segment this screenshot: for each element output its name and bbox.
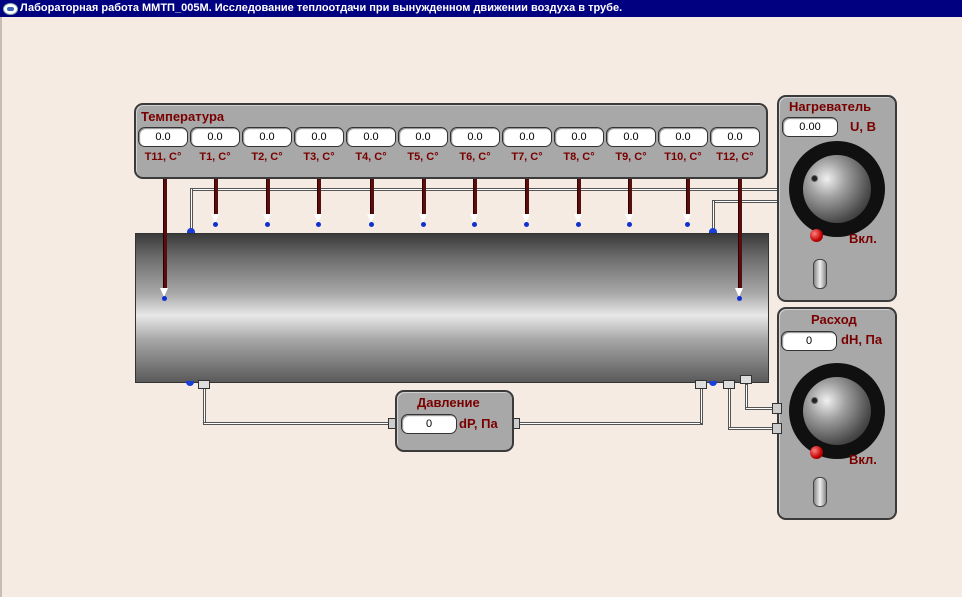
temp-sensor-label: T11, C° — [144, 151, 182, 163]
temp-value-display: 0.0 — [502, 127, 552, 147]
temp-sensor-label: T10, C° — [664, 151, 702, 163]
heater-dial-mark — [811, 175, 818, 182]
thermocouple-probe-icon — [419, 214, 428, 227]
thermocouple-rod — [525, 178, 529, 214]
heater-terminal-left — [187, 228, 195, 233]
flow-value-display: 0 — [781, 331, 837, 351]
heater-power-knob[interactable] — [789, 141, 885, 237]
pipe-inlet-left — [186, 381, 194, 386]
heater-indicator-led — [810, 229, 823, 242]
temp-value-display: 0.0 — [190, 127, 240, 147]
thermocouple-probe-icon — [735, 288, 744, 301]
heater-title: Нагреватель — [789, 99, 872, 114]
flow-indicator-led — [810, 446, 823, 459]
pressure-line-left-down — [203, 384, 206, 424]
heater-wire-2 — [712, 200, 780, 203]
window-title: Лабораторная работа ММТП_005М. Исследова… — [20, 2, 623, 14]
pipe-inlet-right — [709, 381, 717, 386]
thermocouple-rod — [317, 178, 321, 214]
air-pipe — [135, 233, 769, 383]
flow-power-switch[interactable] — [813, 477, 827, 507]
thermocouple-probe-icon — [683, 214, 692, 227]
temp-value-display: 0.0 — [554, 127, 604, 147]
temp-value-display: 0.0 — [658, 127, 708, 147]
temp-sensor-label: T6, C° — [459, 151, 491, 163]
temp-sensor-label: T7, C° — [511, 151, 543, 163]
flow-rate-knob[interactable] — [789, 363, 885, 459]
pressure-tap-left — [198, 380, 210, 389]
temp-value-display: 0.0 — [138, 127, 188, 147]
flow-panel: Расход 0 dH, Па Вкл. — [777, 307, 897, 520]
heater-voltage-display: 0.00 — [782, 117, 838, 137]
thermocouple-rod — [266, 178, 270, 214]
thermocouple-rod — [738, 178, 742, 288]
temp-sensor-label: T3, C° — [303, 151, 335, 163]
temp-value-display: 0.0 — [242, 127, 292, 147]
thermocouple-probe-icon — [574, 214, 583, 227]
thermocouple-probe-icon — [211, 214, 220, 227]
flow-connector-bottom — [772, 423, 782, 434]
thermocouple-probe-icon — [470, 214, 479, 227]
temp-sensor-label: T4, C° — [355, 151, 387, 163]
heater-wire — [190, 188, 780, 191]
flow-tap-b — [740, 375, 752, 384]
heater-power-switch[interactable] — [813, 259, 827, 289]
heater-on-label: Вкл. — [849, 231, 877, 246]
pressure-title: Давление — [417, 395, 480, 410]
thermocouple-rod — [473, 178, 477, 214]
temp-value-display: 0.0 — [294, 127, 344, 147]
flow-on-label: Вкл. — [849, 452, 877, 467]
thermocouple-probe-icon — [160, 288, 169, 301]
thermocouple-rod — [686, 178, 690, 214]
title-bar: Лабораторная работа ММТП_005М. Исследова… — [0, 0, 962, 17]
pressure-line-left — [203, 422, 397, 425]
temp-value-display: 0.0 — [606, 127, 656, 147]
heater-terminal-right — [709, 228, 717, 233]
flow-dial-mark — [811, 397, 818, 404]
temp-sensor-label: T5, C° — [407, 151, 439, 163]
app-icon — [3, 3, 18, 15]
heater-dial — [803, 155, 871, 223]
temp-value-display: 0.0 — [450, 127, 500, 147]
temp-sensor-label: T9, C° — [615, 151, 647, 163]
heater-panel: Нагреватель 0.00 U, В Вкл. — [777, 95, 897, 302]
temperature-title: Температура — [141, 109, 225, 124]
temp-sensor-label: T2, C° — [251, 151, 283, 163]
thermocouple-probe-icon — [314, 214, 323, 227]
thermocouple-probe-icon — [522, 214, 531, 227]
thermocouple-rod — [422, 178, 426, 214]
temp-sensor-label: T1, C° — [199, 151, 231, 163]
heater-wire-drop-left — [190, 188, 193, 232]
temp-value-display: 0.0 — [398, 127, 448, 147]
pressure-unit-label: dP, Па — [459, 416, 498, 431]
pressure-line-right — [515, 422, 703, 425]
temp-sensor-label: T8, C° — [563, 151, 595, 163]
thermocouple-probe-icon — [263, 214, 272, 227]
thermocouple-rod — [370, 178, 374, 214]
thermocouple-rod — [163, 178, 167, 288]
window-border — [0, 17, 2, 597]
flow-tap-a — [723, 380, 735, 389]
thermocouple-rod — [577, 178, 581, 214]
flow-connector-top — [772, 403, 782, 414]
thermocouple-rod — [628, 178, 632, 214]
thermocouple-probe-icon — [367, 214, 376, 227]
temp-sensor-label: T12, C° — [716, 151, 754, 163]
pressure-panel: Давление 0 dP, Па — [395, 390, 514, 452]
pressure-value-display: 0 — [401, 414, 457, 434]
temp-value-display: 0.0 — [346, 127, 396, 147]
thermocouple-probe-icon — [625, 214, 634, 227]
heater-unit-label: U, В — [850, 119, 876, 134]
thermocouple-rod — [214, 178, 218, 214]
flow-line-a — [728, 384, 731, 430]
flow-unit-label: dH, Па — [841, 332, 883, 347]
flow-dial — [803, 377, 871, 445]
flow-title: Расход — [811, 312, 857, 327]
pressure-tap-right — [695, 380, 707, 389]
pressure-line-right-up — [700, 384, 703, 424]
temp-value-display: 0.0 — [710, 127, 760, 147]
